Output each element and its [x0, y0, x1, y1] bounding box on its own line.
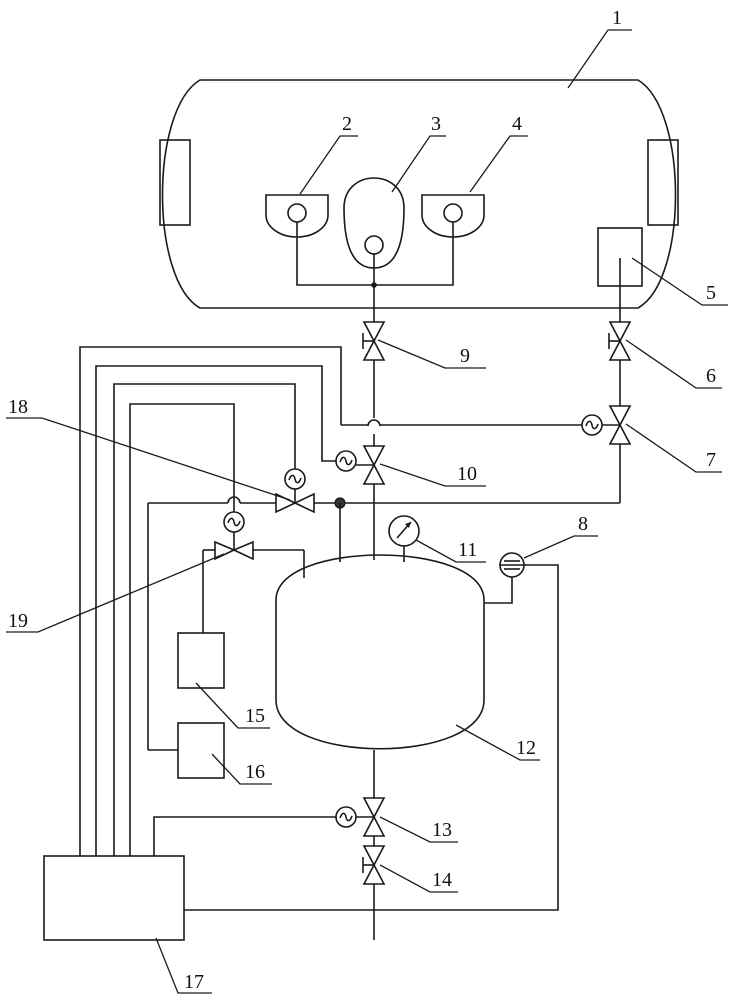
label-5: 5 — [706, 282, 716, 304]
label-3: 3 — [431, 113, 441, 135]
cross-pipe-lower — [147, 496, 620, 751]
solenoid-valve-icon[interactable] — [202, 511, 305, 633]
label-17: 17 — [184, 971, 204, 993]
controller-box — [43, 855, 185, 941]
pressure-gauge-icon — [388, 515, 420, 562]
label-2: 2 — [342, 113, 352, 135]
solenoid-valve-icon[interactable] — [335, 797, 386, 837]
vessel-support-right — [647, 139, 679, 226]
main-pipe — [367, 285, 381, 560]
manual-valve-icon[interactable] — [362, 321, 386, 361]
label-12: 12 — [516, 737, 536, 759]
label-4: 4 — [512, 113, 522, 135]
reference-numerals: 1 2 3 4 5 6 7 8 9 10 11 12 13 14 15 16 1… — [8, 7, 716, 993]
label-1: 1 — [612, 7, 622, 29]
label-10: 10 — [457, 463, 477, 485]
label-7: 7 — [706, 449, 716, 471]
label-9: 9 — [460, 345, 470, 367]
label-14: 14 — [432, 869, 452, 891]
flow-meter-icon — [184, 552, 559, 911]
main-vessel — [159, 79, 679, 309]
solenoid-valve-icon[interactable] — [581, 405, 632, 445]
label-19: 19 — [8, 610, 28, 632]
vessel-internal-manifold — [296, 222, 454, 288]
control-wires — [79, 346, 342, 856]
label-16: 16 — [245, 761, 265, 783]
label-8: 8 — [578, 513, 588, 535]
label-18: 18 — [8, 396, 28, 418]
label-6: 6 — [706, 365, 716, 387]
leader-lines — [6, 29, 728, 994]
solenoid-valve-icon[interactable] — [335, 445, 386, 485]
label-11: 11 — [458, 539, 477, 561]
manual-valve-icon[interactable] — [362, 845, 386, 885]
manual-valve-icon[interactable] — [608, 321, 632, 361]
label-13: 13 — [432, 819, 452, 841]
box-15 — [177, 632, 225, 689]
label-15: 15 — [245, 705, 265, 727]
vessel-support-left — [159, 139, 191, 226]
box-16 — [177, 722, 225, 779]
storage-tank — [275, 554, 485, 750]
solenoid-valve-icon[interactable] — [275, 468, 315, 514]
